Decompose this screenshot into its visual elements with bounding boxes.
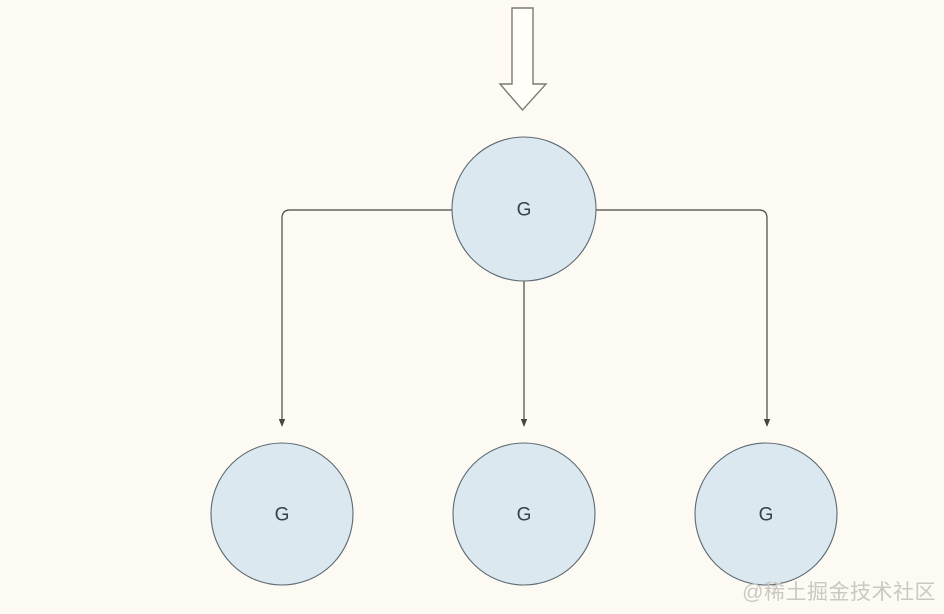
node-g-root-circle: [451, 136, 597, 282]
node-g-child-2-circle: [452, 442, 596, 586]
node-g-child-2: G: [452, 442, 596, 586]
arrowhead-down-icon: [278, 419, 286, 427]
node-g-child-3-circle: [694, 442, 838, 586]
arrowhead-down-icon: [520, 419, 528, 427]
arrowhead-down-icon: [763, 419, 771, 427]
node-g-child-1-label: G: [275, 505, 290, 526]
edge-root-child2: [520, 281, 528, 427]
node-g-root-label: G: [517, 200, 532, 221]
down-arrow-icon: [498, 7, 548, 112]
edge-root-child1-line: [281, 209, 452, 419]
node-g-child-2-label: G: [517, 505, 532, 526]
edge-root-child3: [596, 209, 771, 427]
edge-root-child3-line: [596, 209, 768, 419]
watermark: @稀土掘金技术社区: [742, 581, 936, 604]
node-g-child-3: G: [694, 442, 838, 586]
node-g-root: G: [451, 136, 597, 282]
edge-root-child1: [278, 209, 452, 427]
node-g-child-1-circle: [210, 442, 354, 586]
node-g-child-3-label: G: [759, 505, 774, 526]
node-g-child-1: G: [210, 442, 354, 586]
